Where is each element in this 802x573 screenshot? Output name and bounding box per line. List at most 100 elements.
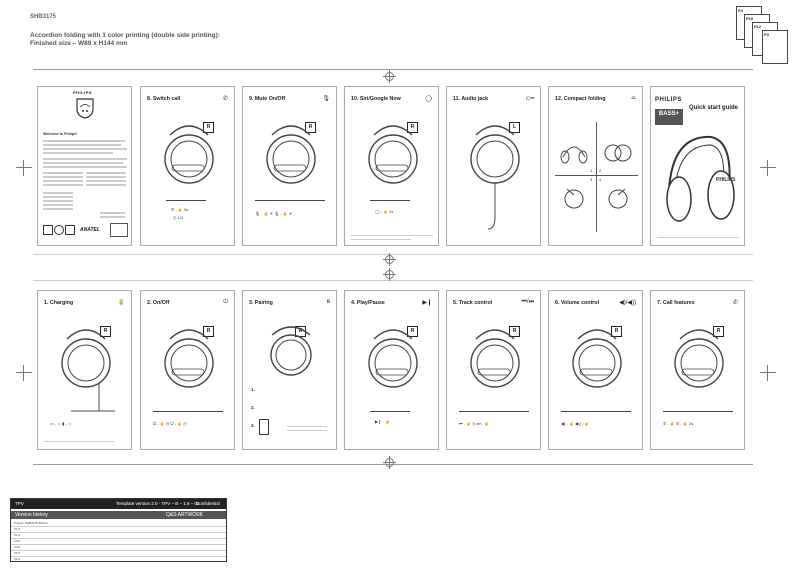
version-history-table: TPV Template version 2.0 · TPV – B – 1.6… xyxy=(10,498,227,562)
table-row: V3.0 xyxy=(11,538,226,545)
fold-step-2-illustration xyxy=(604,144,632,162)
panel-title: 5. Track control xyxy=(453,300,493,306)
audio-cable-icon: ⊂━ xyxy=(525,96,534,102)
panel-play-pause: 4. Play/Pause ▶❙ R ▶❙ - ☝ xyxy=(344,290,439,450)
panel-charging: 1. Charging 🔋 R ▭ - ☼ ▮ - ☼ xyxy=(37,290,132,450)
microphone-mute-icon: 🎙 xyxy=(322,96,330,102)
headphone-side-illustration xyxy=(572,329,622,388)
panel-switch-call: 8. Switch call ✆ R ✆ - ☝ 2s ◷ 1/2 xyxy=(140,86,235,246)
right-earcup-tag: R xyxy=(611,326,622,337)
anatel-logo: ANATEL xyxy=(80,227,100,233)
play-pause-icon: ▶❙ xyxy=(422,300,432,306)
vh-artwork-label: Q&S ARTWORK xyxy=(166,512,204,518)
headphone-side-illustration xyxy=(270,326,312,376)
panel-title: 4. Play/Pause xyxy=(351,300,385,306)
model-code: SHB3175 xyxy=(30,14,57,20)
recycle-icon xyxy=(54,225,64,235)
smartphone-icon xyxy=(259,419,269,435)
folded-headphone-icon: ⌓ xyxy=(631,95,636,101)
headphone-side-illustration xyxy=(470,329,520,388)
table-row: V5.0 xyxy=(11,550,226,557)
vh-company: TPV xyxy=(15,501,24,506)
panel-onoff: 2. On/Off ⏻ R ⏻ - ☝ ◷ ⏻ - ☝ ◷ xyxy=(140,290,235,450)
headphone-side-illustration xyxy=(164,329,214,388)
skip-track-icon: ⏮/⏭ xyxy=(521,299,534,305)
headphone-cable-illustration xyxy=(470,125,520,230)
vh-title: Version history xyxy=(15,512,48,518)
cover-title: Quick start guide xyxy=(689,105,739,111)
headphone-usb-illustration xyxy=(61,329,115,412)
volume-icon: ◀)/◀)) xyxy=(619,300,636,306)
phone-switch-icon: ✆ xyxy=(222,96,228,102)
crop-mark-right-bottom xyxy=(760,365,776,381)
right-earcup-tag: R xyxy=(203,326,214,337)
voice-assistant-icon: ◯ xyxy=(425,96,432,102)
right-earcup-tag: R xyxy=(203,122,214,133)
panel-welcome: PHILIPS Welcome to Philips! ANATEL xyxy=(37,86,132,246)
headphone-side-illustration xyxy=(368,329,418,388)
headphone-side-illustration xyxy=(368,125,418,184)
vh-template: Template version 2.0 · TPV – B – 1.6 – 0… xyxy=(116,501,200,506)
cover-brand: PHILIPS xyxy=(655,97,682,103)
table-row: V2.0 xyxy=(11,532,226,539)
panel-call-features: 7. Call features ✆ R ✆ - ☝ ✆ - ☝ 2s xyxy=(650,290,745,450)
panel-title: 7. Call features xyxy=(657,300,695,306)
certification-box xyxy=(110,223,128,237)
fold-step-1-illustration xyxy=(560,146,588,164)
registration-mark-mid-b xyxy=(383,268,396,281)
philips-shield-icon xyxy=(76,98,94,119)
left-earcup-tag: L xyxy=(509,122,520,133)
table-row: V6.0 xyxy=(14,557,21,561)
table-row: Project: SHB3175 BASS+ xyxy=(11,520,226,527)
vh-confidential: Confidential xyxy=(196,501,220,506)
registration-mark-top xyxy=(383,70,396,83)
fold-step-4-illustration xyxy=(608,188,628,209)
bass-plus-badge: BASS+ xyxy=(655,109,683,125)
right-earcup-tag: R xyxy=(713,326,724,337)
trim-line-top xyxy=(33,69,753,70)
right-earcup-tag: R xyxy=(305,122,316,133)
crop-mark-left-bottom xyxy=(16,365,32,381)
registration-mark-bottom xyxy=(383,456,396,469)
panel-compact-folding: 12. Compact folding ⌓ 1 2 3 4 xyxy=(548,86,643,246)
panel-title: 12. Compact folding xyxy=(555,96,606,102)
registration-mark-mid-a xyxy=(383,253,396,266)
panel-volume-control: 6. Volume control ◀)/◀)) R ◀) - ☝ ◀)) - … xyxy=(548,290,643,450)
panel-title: 10. Siri/Google Now xyxy=(351,96,401,102)
battery-charging-icon: 🔋 xyxy=(117,300,125,306)
panel-pairing: 3. Pairing ʙ R 1. 2. 3. xyxy=(242,290,337,450)
ce-mark-icon xyxy=(43,225,53,235)
right-earcup-tag: R xyxy=(100,326,111,337)
panel-siri: 10. Siri/Google Now ◯ R ◯ - ☝ 2s xyxy=(344,86,439,246)
fold-line-middle-b xyxy=(33,280,753,281)
fold-step-3-illustration xyxy=(564,188,584,209)
bluetooth-icon: ʙ xyxy=(326,299,330,305)
thumbnail-p3: P3 xyxy=(762,30,788,64)
panel-title: 1. Charging xyxy=(44,300,74,306)
headphone-product-illustration: PHILIPS xyxy=(666,135,736,222)
power-icon: ⏻ xyxy=(223,299,228,305)
right-earcup-tag: R xyxy=(407,326,418,337)
headphone-side-illustration xyxy=(674,329,724,388)
phone-icon: ✆ xyxy=(732,300,738,306)
svg-text:PHILIPS: PHILIPS xyxy=(716,177,736,183)
headphone-side-illustration xyxy=(164,125,214,184)
page-thumbnails: P4 P10 P12 P3 xyxy=(734,6,794,68)
panel-title: 3. Pairing xyxy=(249,300,273,306)
crop-mark-right-top xyxy=(760,160,776,176)
welcome-brand: PHILIPS xyxy=(73,90,93,95)
weee-bin-icon xyxy=(65,225,75,235)
panel-title: 11. Audio jack xyxy=(453,96,489,102)
panel-audio-jack: 11. Audio jack ⊂━ L xyxy=(446,86,541,246)
panel-title: 9. Mute On/Off xyxy=(249,96,286,102)
panel-cover: PHILIPS BASS+ Quick start guide PHILIPS xyxy=(650,86,745,246)
crop-mark-left-top xyxy=(16,160,32,176)
panel-title: 8. Switch call xyxy=(147,96,181,102)
table-row: V1.0 xyxy=(11,526,226,533)
welcome-heading: Welcome to Philips! xyxy=(43,132,78,136)
spec-line-2: Finished size – W89 x H144 mm xyxy=(30,40,128,47)
panel-title: 6. Volume control xyxy=(555,300,600,306)
table-row: V4.0 xyxy=(11,544,226,551)
panel-title: 2. On/Off xyxy=(147,300,170,306)
right-earcup-tag: R xyxy=(407,122,418,133)
